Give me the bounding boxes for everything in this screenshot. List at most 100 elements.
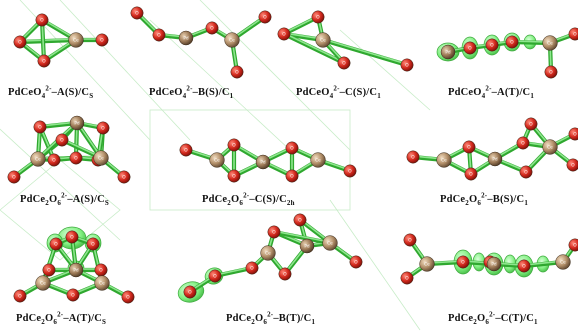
atom-label: O bbox=[573, 132, 577, 138]
atom-o: O bbox=[406, 150, 420, 164]
caption-part: PdCeO bbox=[448, 87, 482, 98]
bond bbox=[271, 229, 333, 246]
atom-label: O bbox=[524, 170, 528, 176]
caption-part: PdCeO bbox=[296, 87, 330, 98]
o-sphere bbox=[278, 267, 292, 281]
atom-label: O bbox=[290, 146, 294, 152]
bond bbox=[17, 37, 79, 45]
o-sphere bbox=[524, 117, 538, 131]
atom-label: Ce bbox=[98, 156, 104, 162]
ce-sphere bbox=[68, 32, 84, 48]
atom-label: O bbox=[122, 175, 126, 181]
atom-ce: Ce bbox=[555, 254, 571, 270]
atom-o: O bbox=[485, 38, 499, 52]
atom-pd: Pd bbox=[178, 30, 194, 46]
atom-ce: Ce bbox=[310, 152, 326, 168]
o-sphere bbox=[519, 165, 533, 179]
caption-part: S bbox=[89, 92, 94, 101]
ce-sphere bbox=[30, 151, 46, 167]
atom-label: O bbox=[71, 293, 75, 299]
atom-o: O bbox=[566, 158, 578, 172]
atom-label: Pd bbox=[74, 121, 80, 127]
pd-sphere bbox=[255, 154, 271, 170]
caption-part: 2- bbox=[57, 310, 64, 319]
atom-ce: Ce bbox=[35, 275, 51, 291]
atom-label: Ce bbox=[265, 251, 271, 257]
atom-o: O bbox=[13, 289, 27, 303]
atom-ce: Ce bbox=[436, 152, 452, 168]
atom-o: O bbox=[227, 138, 241, 152]
caption-panel-e: PdCe2O62-–A(S)/CS bbox=[20, 192, 109, 208]
ce-sphere bbox=[310, 152, 326, 168]
caption-part: 2- bbox=[481, 191, 488, 200]
atom-label: Ce bbox=[441, 158, 447, 164]
atom-label: Pd bbox=[73, 268, 79, 274]
atom-label: O bbox=[408, 238, 412, 244]
caption-part: 6 bbox=[239, 199, 244, 208]
pd-sphere bbox=[178, 30, 194, 46]
caption-part: 1 bbox=[524, 199, 529, 208]
caption-part: 2 bbox=[45, 199, 49, 208]
ce-sphere bbox=[542, 139, 558, 155]
caption-part: 2- bbox=[267, 310, 274, 319]
atom-label: O bbox=[521, 141, 525, 147]
caption-part: 4 bbox=[481, 92, 486, 101]
atom-label: O bbox=[40, 18, 44, 24]
atoms: OOOCeOOOPdOCeOOOOCeOOPdOOOCeOOPdOOOOOOCe… bbox=[7, 6, 578, 304]
atom-label: O bbox=[573, 243, 577, 249]
atom-o: O bbox=[285, 141, 299, 155]
atom-o: O bbox=[524, 117, 538, 131]
atom-label: O bbox=[213, 274, 217, 280]
caption-part: 1 bbox=[530, 92, 535, 101]
atom-o: O bbox=[47, 153, 61, 167]
atom-o: O bbox=[293, 213, 307, 227]
o-sphere bbox=[277, 27, 291, 41]
atom-o: O bbox=[37, 54, 51, 68]
caption-part: PdCe bbox=[226, 313, 252, 324]
o-sphere bbox=[227, 138, 241, 152]
atom-o: O bbox=[95, 33, 109, 47]
atom-o: O bbox=[516, 136, 530, 150]
o-sphere bbox=[227, 169, 241, 183]
o-sphere bbox=[95, 33, 109, 47]
atom-o: O bbox=[267, 225, 281, 239]
pd-sphere bbox=[69, 115, 85, 131]
decor-line bbox=[0, 128, 121, 241]
o-sphere bbox=[55, 133, 69, 147]
atom-label: O bbox=[290, 174, 294, 180]
atom-label: O bbox=[461, 260, 465, 266]
caption-panel-a: PdCeO42-–A(S)/CS bbox=[8, 85, 94, 101]
o-sphere bbox=[463, 41, 477, 55]
atom-pd: Pd bbox=[69, 115, 85, 131]
caption-part: 4 bbox=[182, 92, 187, 101]
o-sphere bbox=[462, 140, 476, 154]
o-sphere bbox=[568, 127, 578, 141]
atom-ce: Ce bbox=[93, 150, 109, 166]
pd-sphere bbox=[299, 238, 315, 254]
atom-label: Pd bbox=[183, 36, 189, 42]
caption-part: 1 bbox=[229, 92, 234, 101]
atom-o: O bbox=[86, 237, 100, 251]
caption-part: 6 bbox=[263, 318, 268, 327]
o-sphere bbox=[179, 143, 193, 157]
atom-label: O bbox=[263, 15, 267, 21]
atom-label: O bbox=[232, 143, 236, 149]
o-sphere bbox=[65, 230, 79, 244]
atom-o: O bbox=[152, 28, 166, 42]
atom-o: O bbox=[258, 10, 272, 24]
atom-label: Ce bbox=[229, 38, 235, 44]
atom-label: O bbox=[573, 32, 577, 38]
atom-ce: Ce bbox=[542, 35, 558, 51]
atom-label: O bbox=[348, 169, 352, 175]
pd-sphere bbox=[487, 151, 503, 167]
atom-o: O bbox=[33, 120, 47, 134]
caption-part: –C(T)/C bbox=[495, 313, 535, 324]
atom-pd: Pd bbox=[487, 151, 503, 167]
o-sphere bbox=[568, 27, 578, 41]
caption-part: 1 bbox=[311, 318, 316, 327]
atom-o: O bbox=[400, 58, 414, 72]
caption-part: –C(S)/C bbox=[339, 87, 378, 98]
atom-label: O bbox=[490, 43, 494, 49]
atom-label: Ce bbox=[315, 158, 321, 164]
